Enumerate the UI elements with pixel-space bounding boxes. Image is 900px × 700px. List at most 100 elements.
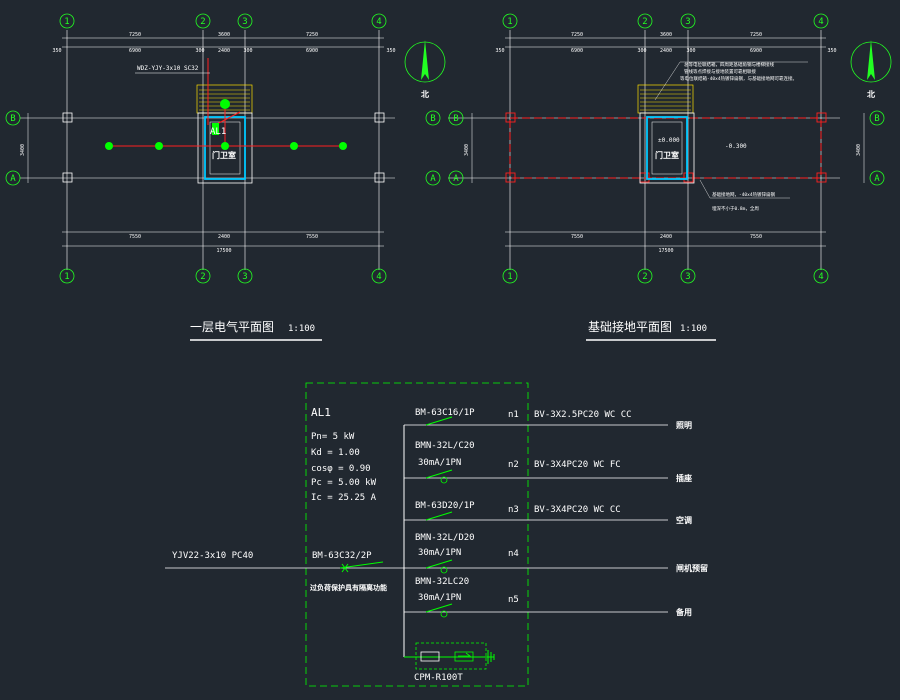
plan-electrical: 1 2 3 4 1 2 3 4 B A B A 7250 3600 7250 3… [5, 13, 446, 341]
note-text: 埋深不小于0.8m，全周 [712, 205, 759, 212]
distribution-box-AL1 [212, 123, 219, 135]
dim-text: 3400 [856, 144, 862, 156]
circuit-number: n2 [508, 460, 519, 470]
columns-plan2 [505, 112, 827, 183]
axis-label: B [430, 114, 435, 124]
circuit-n2: BMN-32L/C20 30mA/1PN n2 BV-3X4PC20 WC FC… [404, 441, 692, 484]
axis-label: A [874, 174, 880, 184]
elevation-inside: ±0.000 [658, 137, 680, 144]
rcd-label: 30mA/1PN [418, 593, 461, 603]
panel-param: Pc = 5.00 kW [311, 478, 377, 488]
grid-lines-plan2 [448, 30, 840, 270]
dim-text: 6900 [129, 48, 141, 54]
axis-bubbles-plan1 [5, 13, 441, 284]
wiring-plan1 [109, 58, 343, 147]
north-label: 北 [867, 89, 875, 99]
columns-plan1 [62, 112, 385, 183]
circuit-n4: BMN-32L/D20 30mA/1PN n4 闸机预留 [404, 533, 708, 574]
axis-label: B [874, 114, 879, 124]
circuit-number: n3 [508, 505, 519, 515]
axis-label: A [10, 174, 16, 184]
plan-scale: 1:100 [288, 324, 315, 334]
light-fixtures-plan1 [105, 99, 347, 150]
plan-grounding: 1 2 3 4 1 2 3 4 B A B A 7250 3600 7250 3… [448, 13, 892, 341]
axis-label: 1 [64, 17, 69, 27]
circuit-use: 备用 [675, 607, 692, 617]
dim-text: 7250 [571, 32, 583, 38]
panel-param: Ic = 25.25 A [311, 493, 377, 503]
dim-text: 7550 [129, 234, 141, 240]
axis-label: 2 [200, 272, 205, 282]
dim-text: 7550 [306, 234, 318, 240]
circuit-cable: BV-3X4PC20 WC FC [534, 460, 621, 470]
incoming-cable: YJV22-3x10 PC40 [172, 551, 253, 561]
note-text: 管线等点焊接与接地装置可靠相联接 [684, 68, 756, 75]
axis-label: 2 [200, 17, 205, 27]
rcd-label: 30mA/1PN [418, 458, 461, 468]
axis-label: 1 [507, 17, 512, 27]
main-breaker-symbol [339, 561, 384, 573]
dim-text: 7550 [750, 234, 762, 240]
circuit-use: 空调 [676, 515, 692, 525]
circuit-use: 闸机预留 [676, 563, 708, 573]
dim-text: 2400 [218, 48, 230, 54]
circuit-number: n5 [508, 595, 519, 605]
dim-text: 3400 [464, 144, 470, 156]
note-text: 等电位联结箱-40x4热镀锌扁钢，与基础接地网可靠连接。 [680, 75, 797, 82]
breaker-label: BMN-32L/D20 [415, 533, 475, 543]
dim-text: 300 [243, 48, 252, 54]
axis-label: 3 [242, 272, 247, 282]
dim-text: 17500 [658, 248, 673, 254]
circuit-cable: BV-3X4PC20 WC CC [534, 505, 621, 515]
panel-system-diagram: AL1 Pn= 5 kW Kd = 1.00 cosφ = 0.90 Pc = … [165, 382, 708, 687]
dim-text: 300 [686, 48, 695, 54]
main-breaker-note: 过负荷保护具有隔离功能 [310, 583, 387, 592]
panel-label: AL1 [210, 127, 226, 137]
breaker-label: BM-63D20/1P [415, 501, 475, 511]
axis-label: 1 [507, 272, 512, 282]
surge-protector [404, 642, 495, 670]
room-label: 门卫室 [212, 150, 236, 160]
surge-label: CPM-R100T [414, 673, 463, 683]
dim-text: 6900 [750, 48, 762, 54]
axis-label: 1 [64, 272, 69, 282]
dim-text: 300 [195, 48, 204, 54]
axis-label: 3 [685, 272, 690, 282]
dim-text: 350 [52, 48, 61, 54]
circuit-number: n1 [508, 410, 519, 420]
dim-text: 350 [827, 48, 836, 54]
axis-label: 2 [642, 17, 647, 27]
room-label: 门卫室 [655, 150, 679, 160]
axis-label: 4 [376, 17, 381, 27]
axis-bubbles-plan2 [448, 13, 885, 284]
canopy-hatch-plan2 [637, 84, 694, 114]
north-arrow-plan1 [404, 40, 446, 83]
axis-label: A [430, 174, 436, 184]
plan-scale: 1:100 [680, 324, 707, 334]
dim-text: 7550 [571, 234, 583, 240]
circuit-n5: BMN-32LC20 30mA/1PN n5 备用 [404, 577, 692, 618]
axis-label: 3 [685, 17, 690, 27]
panel-param: cosφ = 0.90 [311, 464, 371, 474]
dim-text: 2400 [660, 48, 672, 54]
panel-enclosure [305, 382, 529, 687]
breaker-label: BM-63C16/1P [415, 408, 475, 418]
dim-text: 7250 [306, 32, 318, 38]
panel-name: AL1 [311, 406, 331, 419]
circuit-n3: BM-63D20/1P n3 BV-3X4PC20 WC CC 空调 [404, 501, 692, 525]
dim-text: 2400 [218, 234, 230, 240]
dim-lines-plan2 [471, 37, 865, 247]
north-arrow-plan2 [850, 40, 892, 83]
dim-text: 3600 [218, 32, 230, 38]
breaker-label: BMN-32L/C20 [415, 441, 475, 451]
dim-text: 2400 [660, 234, 672, 240]
plan-title: 一层电气平面图 [190, 319, 274, 334]
dim-text: 6900 [571, 48, 583, 54]
note-text: 总等电位联结箱，四周距基础角钢与楼梯接线 [684, 61, 774, 68]
panel-param: Kd = 1.00 [311, 448, 360, 458]
dim-lines-top-plan1 [27, 37, 384, 247]
dim-text: 300 [637, 48, 646, 54]
axis-label: 3 [242, 17, 247, 27]
circuit-use: 照明 [676, 421, 692, 430]
